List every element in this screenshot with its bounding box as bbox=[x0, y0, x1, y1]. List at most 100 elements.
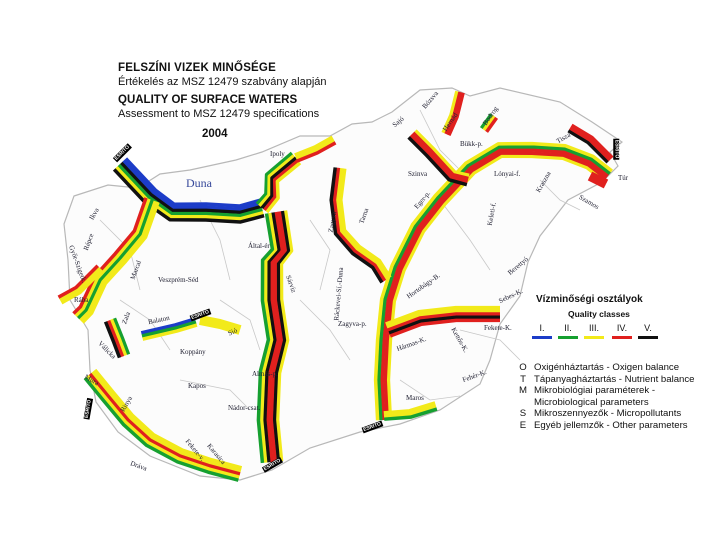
band-ipoly bbox=[294, 135, 337, 163]
band-duna-bend-stripe bbox=[255, 151, 294, 206]
band-tisza-main-stripe bbox=[373, 141, 613, 421]
param-text: Mikroszennyezők - Micropollutants bbox=[534, 408, 682, 420]
band-duna-upper-stripe bbox=[117, 163, 263, 218]
band-sajo-stripe bbox=[411, 131, 469, 181]
band-balaton-stripe bbox=[142, 323, 198, 341]
band-bodrog-stripe bbox=[479, 113, 493, 130]
subtitle-hu: Értékelés az MSZ 12479 szabvány alapján bbox=[118, 76, 327, 88]
band-sajo bbox=[407, 129, 470, 187]
band-bodrog-stripe bbox=[485, 116, 499, 133]
band-bodrog bbox=[479, 113, 499, 133]
label-duna: Duna bbox=[186, 176, 212, 190]
band-hernad-stripe bbox=[444, 91, 462, 135]
band-korosok bbox=[385, 305, 501, 338]
band-zagyva-stripe bbox=[332, 167, 387, 282]
band-duna-upper-stripe bbox=[119, 161, 263, 215]
label-szinva: Szinva bbox=[408, 170, 428, 178]
title-hu: FELSZÍNI VIZEK MINŐSÉGE bbox=[118, 62, 276, 74]
param-row: Microbiological parameters bbox=[516, 397, 720, 409]
band-hernad-stripe bbox=[441, 90, 459, 134]
band-korosok-stripe bbox=[389, 318, 501, 338]
band-tisza-main bbox=[373, 141, 613, 421]
band-tisza-main-stripe bbox=[383, 151, 608, 420]
band-duna-bend bbox=[255, 151, 302, 214]
label-koppany: Koppány bbox=[180, 348, 206, 356]
label-alba: Által-ér bbox=[248, 242, 270, 250]
param-code: S bbox=[519, 408, 527, 420]
subtitle-en: Assessment to MSZ 12479 specifications bbox=[118, 108, 320, 120]
band-balaton-stripe bbox=[140, 317, 196, 335]
band-duna-bend-stripe bbox=[265, 161, 302, 214]
legend-class-3: III. bbox=[580, 323, 608, 339]
band-tisza-upper-stripe bbox=[569, 126, 612, 162]
param-code: O bbox=[519, 362, 527, 373]
band-korosok-stripe bbox=[387, 312, 500, 332]
title-en: QUALITY OF SURFACE WATERS bbox=[118, 94, 298, 106]
band-tisza-upper-stripe bbox=[567, 129, 609, 164]
band-duna-south-stripe bbox=[275, 210, 294, 462]
band-duna-south-stripe bbox=[256, 213, 275, 464]
label-tur: Túr bbox=[618, 174, 629, 182]
band-sajo-stripe bbox=[409, 133, 469, 184]
band-bodrog-stripe bbox=[482, 114, 496, 132]
band-ipoly-stripe bbox=[296, 141, 337, 163]
param-row: S Mikroszennyezők - Micropollutants bbox=[516, 408, 720, 420]
legend-class-3-swatch bbox=[584, 336, 604, 339]
band-drava-stripe bbox=[86, 374, 240, 479]
label-lonyai: Lónyai-f. bbox=[494, 170, 521, 178]
band-korosok-stripe bbox=[385, 305, 501, 326]
band-tisza-upper-stripe bbox=[570, 123, 614, 159]
band-zala-stripe bbox=[109, 318, 128, 357]
band-zala-stripe bbox=[103, 321, 122, 359]
band-maros-stripe bbox=[383, 404, 437, 418]
legend-class-3-label: III. bbox=[588, 323, 599, 333]
band-sio-stripe bbox=[199, 321, 240, 335]
band-zagyva-stripe bbox=[335, 167, 389, 281]
band-duna-south-stripe bbox=[266, 211, 284, 463]
band-raba-upper-stripe bbox=[60, 269, 104, 305]
band-ipoly-stripe bbox=[295, 138, 335, 160]
band-maros-stripe bbox=[383, 401, 436, 415]
band-mosoni-stripe bbox=[76, 199, 154, 320]
band-duna-bend-stripe bbox=[258, 154, 296, 208]
band-sajo-stripe bbox=[414, 129, 470, 178]
legend-class-4-swatch bbox=[612, 336, 632, 339]
band-duna-upper bbox=[112, 157, 265, 224]
param-code: T bbox=[520, 373, 526, 385]
param-code: M bbox=[519, 385, 527, 397]
band-raba-upper-stripe bbox=[57, 264, 99, 299]
year: 2004 bbox=[202, 128, 228, 140]
legend-class-5-label: V. bbox=[644, 323, 652, 333]
band-korosok-stripe bbox=[388, 315, 501, 335]
band-zala bbox=[103, 317, 131, 359]
legend-class-2: II. bbox=[554, 323, 582, 339]
label-kapos: Kapos bbox=[188, 382, 206, 390]
label-esztramos: Bükk-p. bbox=[460, 140, 483, 148]
band-sajo-stripe bbox=[407, 136, 468, 187]
label-nador: Nádor-csat. bbox=[228, 404, 261, 412]
map-title-block: FELSZÍNI VIZEK MINŐSÉGE Értékelés az MSZ… bbox=[118, 62, 348, 140]
band-maros-stripe bbox=[384, 407, 438, 421]
label-ipoly: Ipoly bbox=[270, 150, 285, 158]
band-szamos-stripe bbox=[587, 177, 606, 189]
label-veszprem: Veszprém-Séd bbox=[158, 276, 199, 284]
band-balaton bbox=[140, 317, 198, 341]
label-raba: Rába bbox=[74, 296, 89, 304]
band-duna-upper-stripe bbox=[115, 166, 264, 221]
legend-class-5-swatch bbox=[638, 336, 658, 339]
band-tisza-main-stripe bbox=[380, 148, 610, 421]
band-mosoni-stripe bbox=[81, 201, 160, 324]
quality-bands bbox=[57, 90, 614, 482]
quality-class-legend: Vízminőségi osztályok Quality classes I.… bbox=[528, 294, 718, 353]
band-maros bbox=[383, 401, 438, 421]
band-drava bbox=[83, 368, 243, 482]
band-balaton-stripe bbox=[141, 320, 197, 338]
band-duna-south bbox=[256, 210, 294, 464]
station-badge-6: ESRITO bbox=[613, 138, 620, 160]
legend-class-1: I. bbox=[528, 323, 556, 339]
band-drava-stripe bbox=[83, 376, 239, 482]
param-text: Egyéb jellemzők - Other parameters bbox=[534, 419, 688, 431]
